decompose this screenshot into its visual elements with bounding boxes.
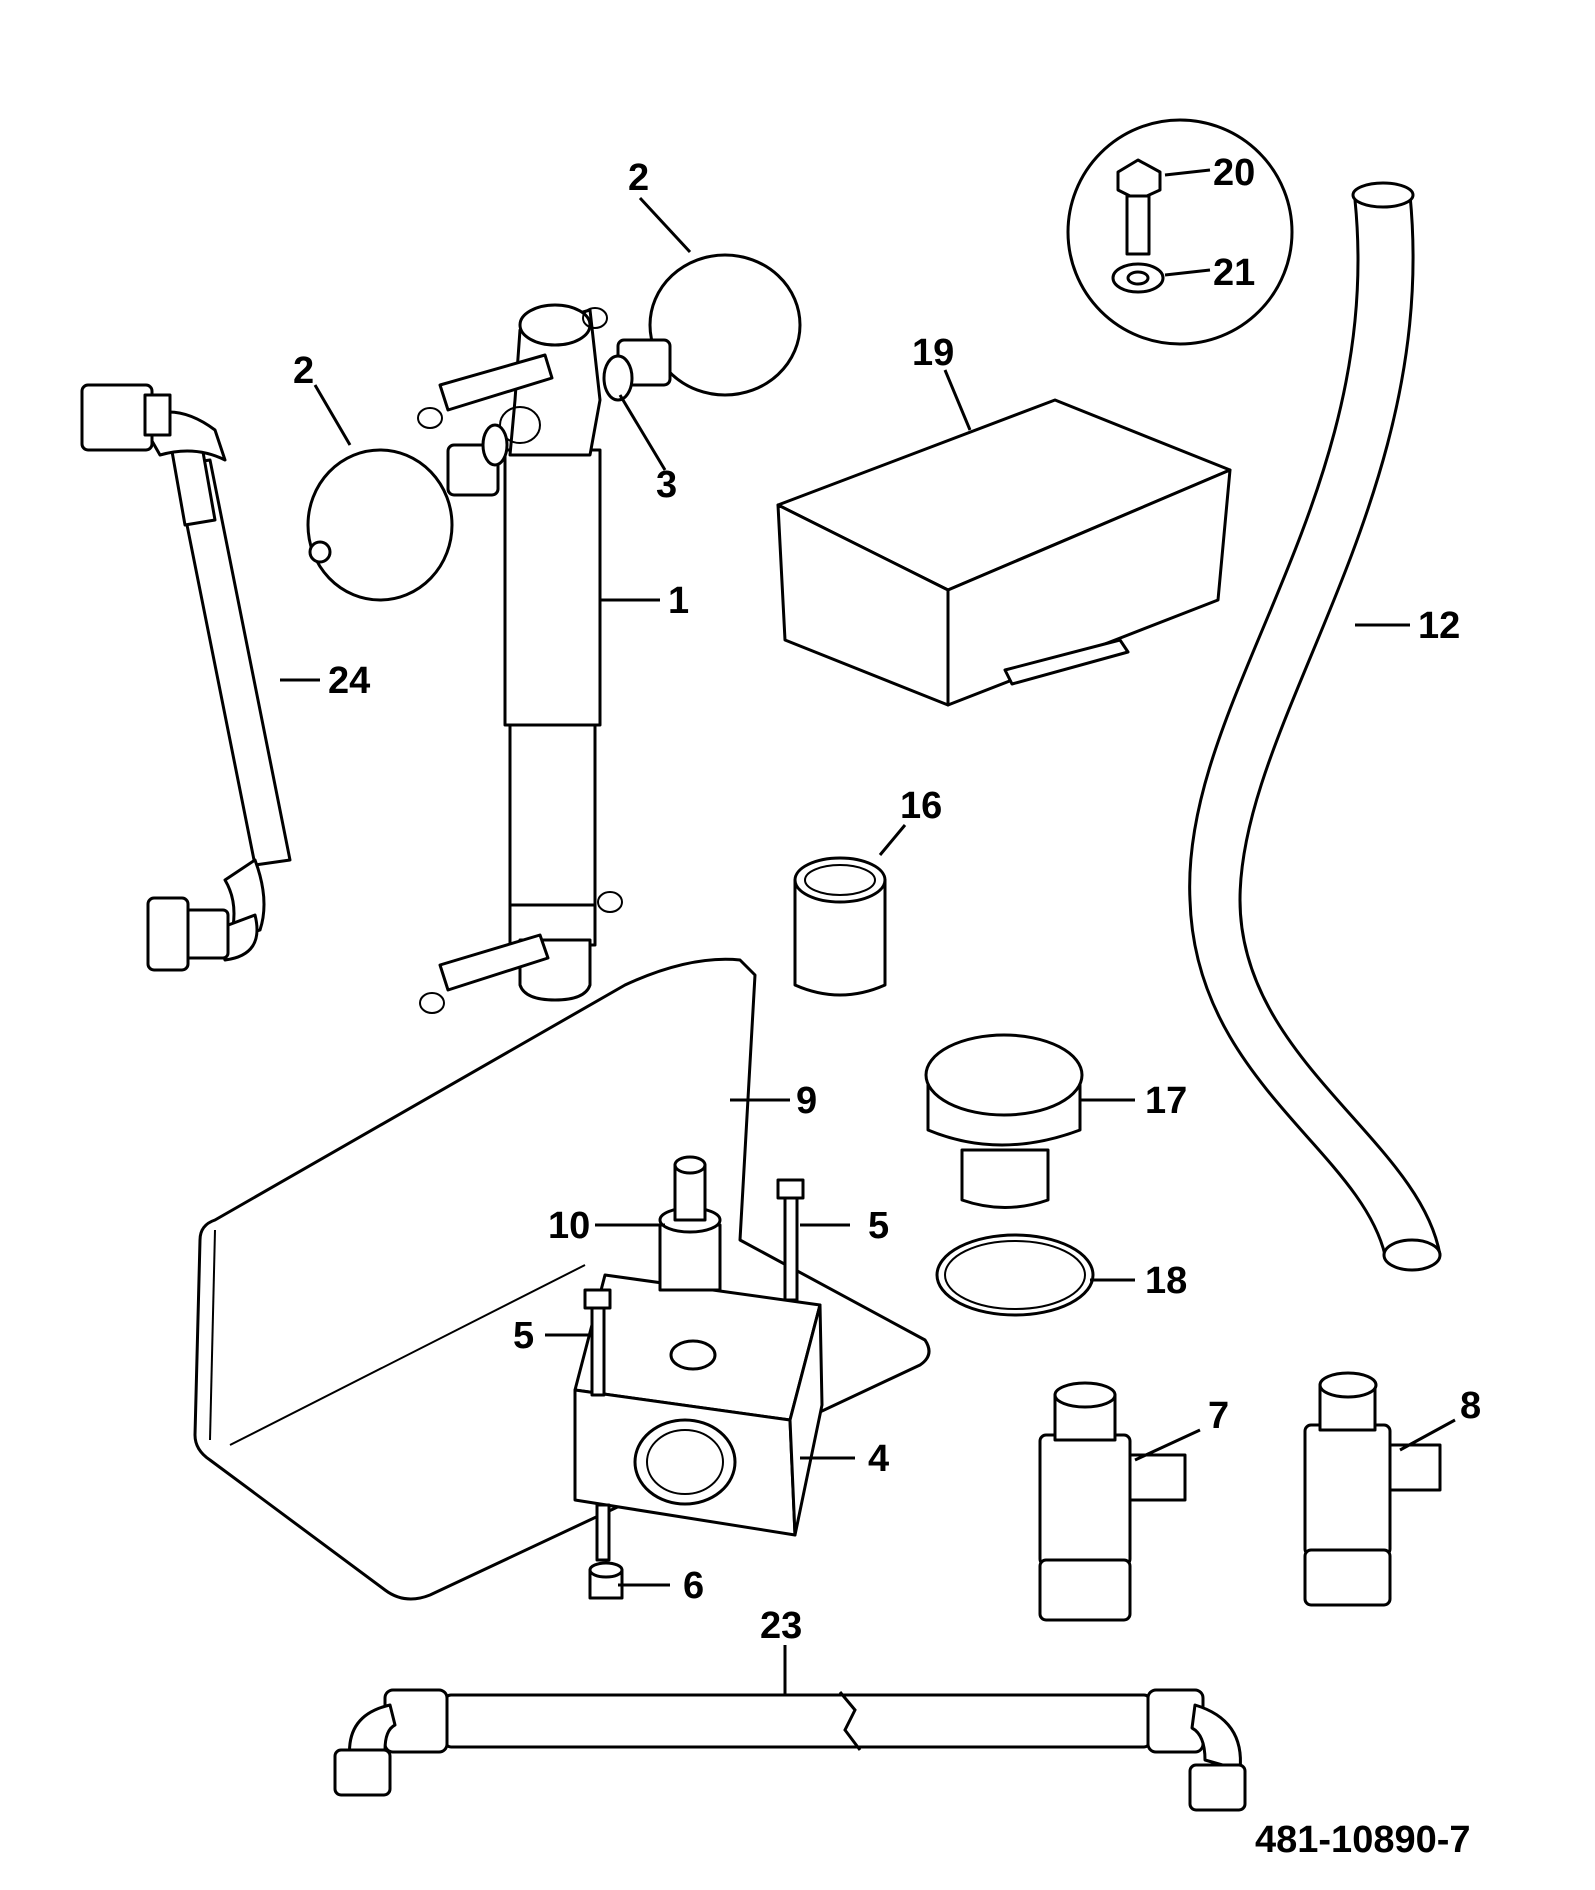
- callout-5-left: 5: [513, 1315, 534, 1357]
- hose-23: [333, 1688, 1247, 1812]
- accumulator-2-left: [306, 443, 500, 602]
- o-rings-3: [417, 307, 634, 1014]
- callout-12: 12: [1418, 605, 1460, 647]
- bracket-7: [193, 957, 931, 1601]
- callout-16: 16: [900, 785, 942, 827]
- callout-18: 18: [1145, 1260, 1187, 1302]
- nut-6: [588, 1561, 624, 1600]
- callout-2-left: 2: [293, 350, 314, 392]
- callout-10: 10: [548, 1205, 590, 1247]
- hose-12: [1188, 181, 1442, 1272]
- callout-4: 4: [868, 1438, 889, 1480]
- inset-detail: [1066, 118, 1294, 346]
- callout-1: 1: [668, 580, 689, 622]
- callout-6: 6: [683, 1565, 704, 1607]
- callout-21: 21: [1213, 252, 1255, 294]
- callout-5-right: 5: [868, 1205, 889, 1247]
- o-ring-18: [935, 1233, 1095, 1317]
- plug-17: [924, 1033, 1084, 1209]
- callout-labels: 2 2 3 1 24 19 20 21 12 16 17 18 9 10 5 5…: [293, 152, 1481, 1647]
- tee-fitting-8: [1038, 1381, 1187, 1622]
- tee-fitting-9: [1303, 1371, 1442, 1607]
- callout-2-top: 2: [628, 157, 649, 199]
- bolts-5: [583, 1178, 805, 1562]
- accumulator-2-right: [616, 253, 802, 397]
- fitting-10: [658, 1155, 722, 1292]
- hose-24: [80, 383, 292, 972]
- cylinder-1: [438, 303, 602, 1002]
- callout-20: 20: [1213, 152, 1255, 194]
- callout-17: 17: [1145, 1080, 1187, 1122]
- callout-9: 8: [1460, 1385, 1481, 1427]
- callout-3: 3: [656, 464, 677, 506]
- callout-7: 9: [796, 1080, 817, 1122]
- cover-box-19: [776, 398, 1232, 707]
- callout-24: 24: [328, 660, 370, 702]
- callout-8: 7: [1208, 1395, 1229, 1437]
- leader-lines: [280, 168, 1456, 1695]
- sleeve-16: [793, 856, 887, 997]
- valve-block-4: [573, 1273, 824, 1537]
- callout-23: 23: [760, 1605, 802, 1647]
- callout-19: 19: [912, 332, 954, 374]
- drawing-number: 481-10890-7: [1255, 1819, 1471, 1861]
